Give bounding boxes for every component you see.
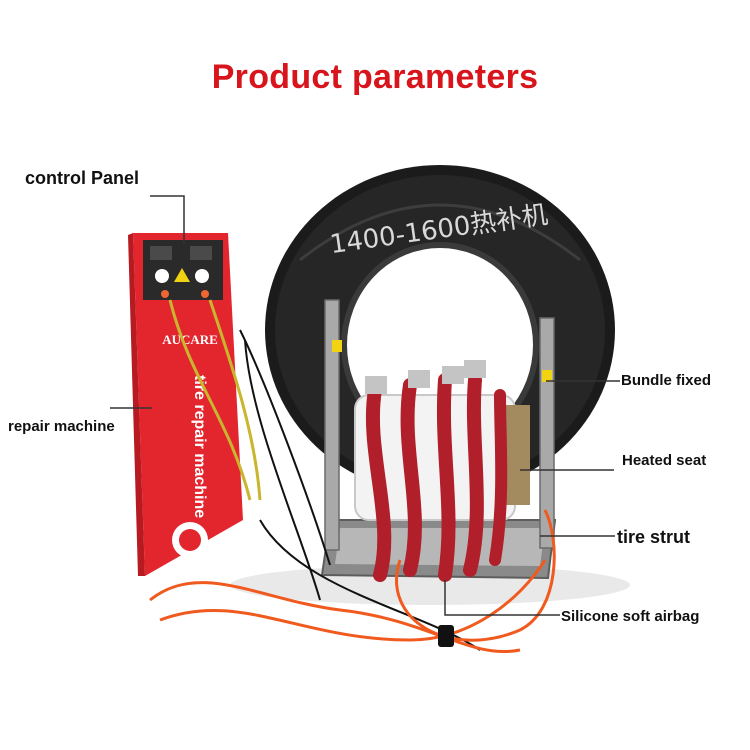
label-heated-seat: Heated seat bbox=[622, 452, 707, 469]
cables bbox=[149, 299, 556, 654]
label-bundle-fixed: Bundle fixed bbox=[621, 372, 712, 389]
label-silicone-soft-airbag: Silicone soft airbag bbox=[561, 608, 700, 625]
label-repair-machine: repair machine bbox=[8, 418, 115, 435]
repair-machine: AUCARE tire repair machine bbox=[128, 233, 243, 576]
page-title: Product parameters bbox=[211, 58, 539, 96]
leader-lines bbox=[110, 195, 620, 616]
machine-vertical-text: tire repair machine bbox=[191, 375, 208, 518]
machine-brand: AUCARE bbox=[162, 332, 218, 347]
label-tire-strut: tire strut bbox=[617, 527, 691, 547]
label-control-panel: control Panel bbox=[25, 168, 140, 188]
bundle-straps bbox=[365, 360, 508, 582]
